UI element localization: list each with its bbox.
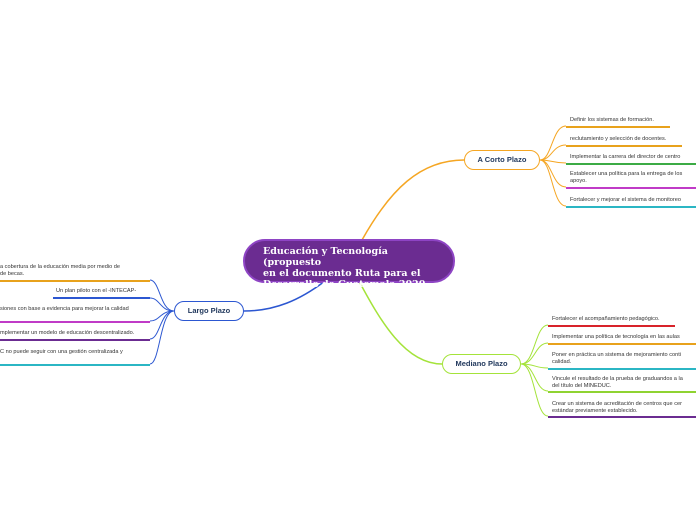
largo-item-1[interactable]: Un plan piloto con el -INTECAP- xyxy=(56,288,137,294)
corto-item-3[interactable]: Establecer una política para la entrega … xyxy=(570,171,683,184)
central-topic[interactable]: Educación y Tecnología (propuesto en el … xyxy=(243,239,455,301)
connector-corto-3 xyxy=(539,159,567,188)
mediano-item-4[interactable]: Crear un sistema de acreditación de cent… xyxy=(552,401,682,414)
connector-largo-0 xyxy=(149,279,175,312)
corto-item-2[interactable]: Implementar la carrera del director de c… xyxy=(570,154,681,160)
mediano-item-1[interactable]: Implementar una política de tecnología e… xyxy=(552,334,680,340)
mediano-item-3[interactable]: Vincule el resultado de la prueba de gra… xyxy=(552,376,683,389)
connector-corto-1 xyxy=(539,144,567,161)
corto-item-4-underline xyxy=(566,206,696,208)
connector-largo-1 xyxy=(149,297,175,312)
largo-item-4-underline xyxy=(0,364,150,366)
connector-corto-0 xyxy=(539,125,567,161)
branch-corto-plazo[interactable]: A Corto Plazo xyxy=(464,150,540,170)
largo-item-1-underline xyxy=(53,297,150,299)
connector-mediano-1 xyxy=(520,342,549,365)
mediano-item-0[interactable]: Fortalecer el acompañamiento pedagógico. xyxy=(552,316,660,322)
mediano-item-4-underline xyxy=(548,416,696,418)
corto-item-0[interactable]: Definir los sistemas de formación. xyxy=(570,117,654,123)
connector-corto-4 xyxy=(539,159,567,207)
connector-central-corto xyxy=(361,159,465,241)
mediano-item-1-underline xyxy=(548,343,696,345)
largo-item-2[interactable]: siones con base a evidencia para mejorar… xyxy=(0,306,129,312)
mediano-item-3-underline xyxy=(548,391,696,393)
largo-item-3[interactable]: mplementar un modelo de educación descen… xyxy=(0,330,135,336)
largo-item-0-underline xyxy=(0,280,150,282)
corto-item-2-underline xyxy=(566,163,696,165)
largo-item-4[interactable]: C no puede seguir con una gestión centra… xyxy=(0,349,123,355)
largo-item-3-underline xyxy=(0,339,150,341)
corto-item-1[interactable]: reclutamiento y selección de docentes. xyxy=(570,136,667,142)
connector-central-mediano xyxy=(359,282,443,365)
corto-item-4[interactable]: Fortalecer y mejorar el sistema de monit… xyxy=(570,197,681,203)
largo-item-0[interactable]: a cobertura de la educación media por me… xyxy=(0,264,121,277)
connector-mediano-0 xyxy=(520,324,549,365)
corto-item-1-underline xyxy=(566,145,682,147)
mediano-item-0-underline xyxy=(548,325,675,327)
corto-item-0-underline xyxy=(566,126,670,128)
branch-largo-plazo[interactable]: Largo Plazo xyxy=(174,301,244,321)
branch-mediano-plazo[interactable]: Mediano Plazo xyxy=(442,354,521,374)
mediano-item-2[interactable]: Poner en práctica un sistema de mejorami… xyxy=(552,352,682,365)
connector-central-largo xyxy=(243,280,326,312)
corto-item-3-underline xyxy=(566,187,696,189)
connector-largo-4 xyxy=(149,310,175,365)
connector-mediano-4 xyxy=(520,363,549,417)
mediano-item-2-underline xyxy=(548,368,696,370)
largo-item-2-underline xyxy=(0,321,150,323)
